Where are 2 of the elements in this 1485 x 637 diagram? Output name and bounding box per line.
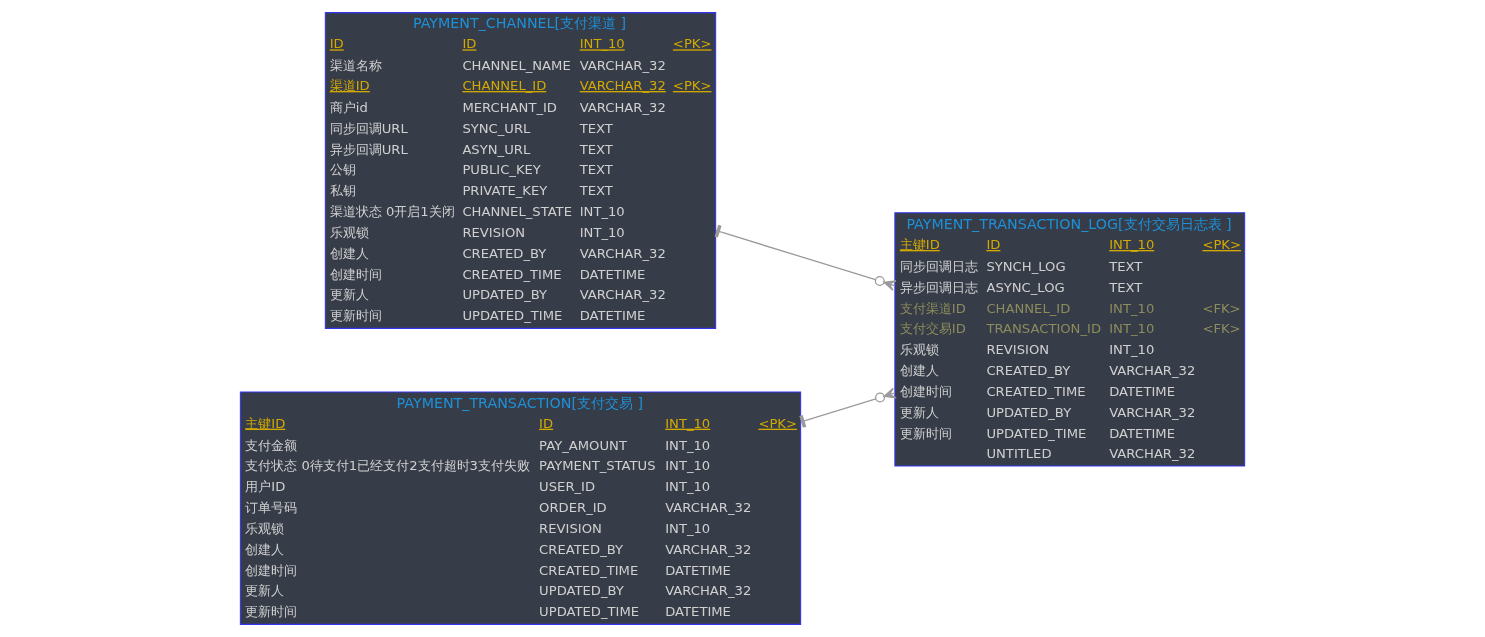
connector <box>799 387 897 428</box>
connector <box>714 224 897 291</box>
